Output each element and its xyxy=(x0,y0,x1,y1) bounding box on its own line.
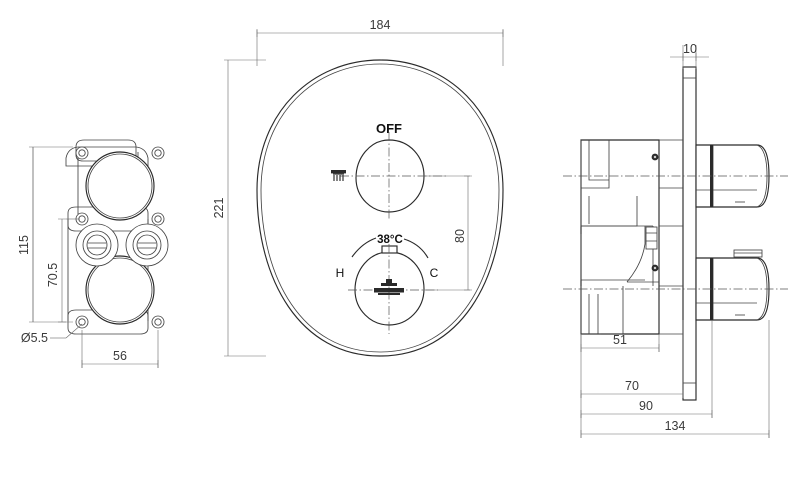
flow-knob-label: OFF xyxy=(376,121,402,136)
shower-head-icon xyxy=(331,170,346,181)
dim-115: 115 xyxy=(17,146,73,323)
dim-label-221: 221 xyxy=(212,198,226,219)
dim-221: 221 xyxy=(212,59,266,357)
flow-control-knob[interactable]: OFF xyxy=(340,121,448,220)
dim-label-115: 115 xyxy=(17,235,31,255)
inlet-port-left xyxy=(75,223,119,267)
dim-10: 10 xyxy=(670,42,709,69)
valve-hub-icon xyxy=(374,279,404,295)
valve-body xyxy=(580,139,683,335)
dim-label-134: 134 xyxy=(665,419,686,433)
dim-56: 56 xyxy=(81,330,159,368)
lower-valve-boss xyxy=(85,255,155,325)
inlet-port-right xyxy=(125,223,169,267)
side-lower-knob[interactable] xyxy=(695,249,770,321)
dim-label-80: 80 xyxy=(453,229,467,243)
dim-label-10: 10 xyxy=(683,42,697,56)
upper-valve-boss xyxy=(85,151,155,221)
dim-51: 51 xyxy=(580,333,660,352)
dim-134: 134 xyxy=(580,320,770,438)
temperature-label: 38°C xyxy=(377,234,403,246)
dim-80: 80 xyxy=(424,175,472,291)
dim-70-5: 70.5 xyxy=(46,218,80,323)
dim-label-hole-diameter: Ø5.5 xyxy=(21,331,48,345)
dim-label-51: 51 xyxy=(613,333,627,347)
side-section-view: 10 51 70 90 134 xyxy=(563,42,788,438)
dim-label-56: 56 xyxy=(113,349,127,363)
dim-label-70-5: 70.5 xyxy=(46,263,60,287)
dim-hole-diameter: Ø5.5 xyxy=(21,323,83,345)
cold-label: C xyxy=(430,266,439,280)
dim-70: 70 xyxy=(580,320,684,398)
rear-view: 115 70.5 Ø5.5 56 xyxy=(17,139,169,368)
dim-184: 184 xyxy=(256,18,504,66)
dim-label-70: 70 xyxy=(625,379,639,393)
thermostatic-knob[interactable]: 38°C H C xyxy=(336,234,439,334)
hot-label: H xyxy=(336,266,345,280)
front-view: OFF 38°C H C xyxy=(212,18,504,357)
wall-plate xyxy=(682,66,697,401)
dim-label-90: 90 xyxy=(639,399,653,413)
dim-label-184: 184 xyxy=(370,18,391,32)
